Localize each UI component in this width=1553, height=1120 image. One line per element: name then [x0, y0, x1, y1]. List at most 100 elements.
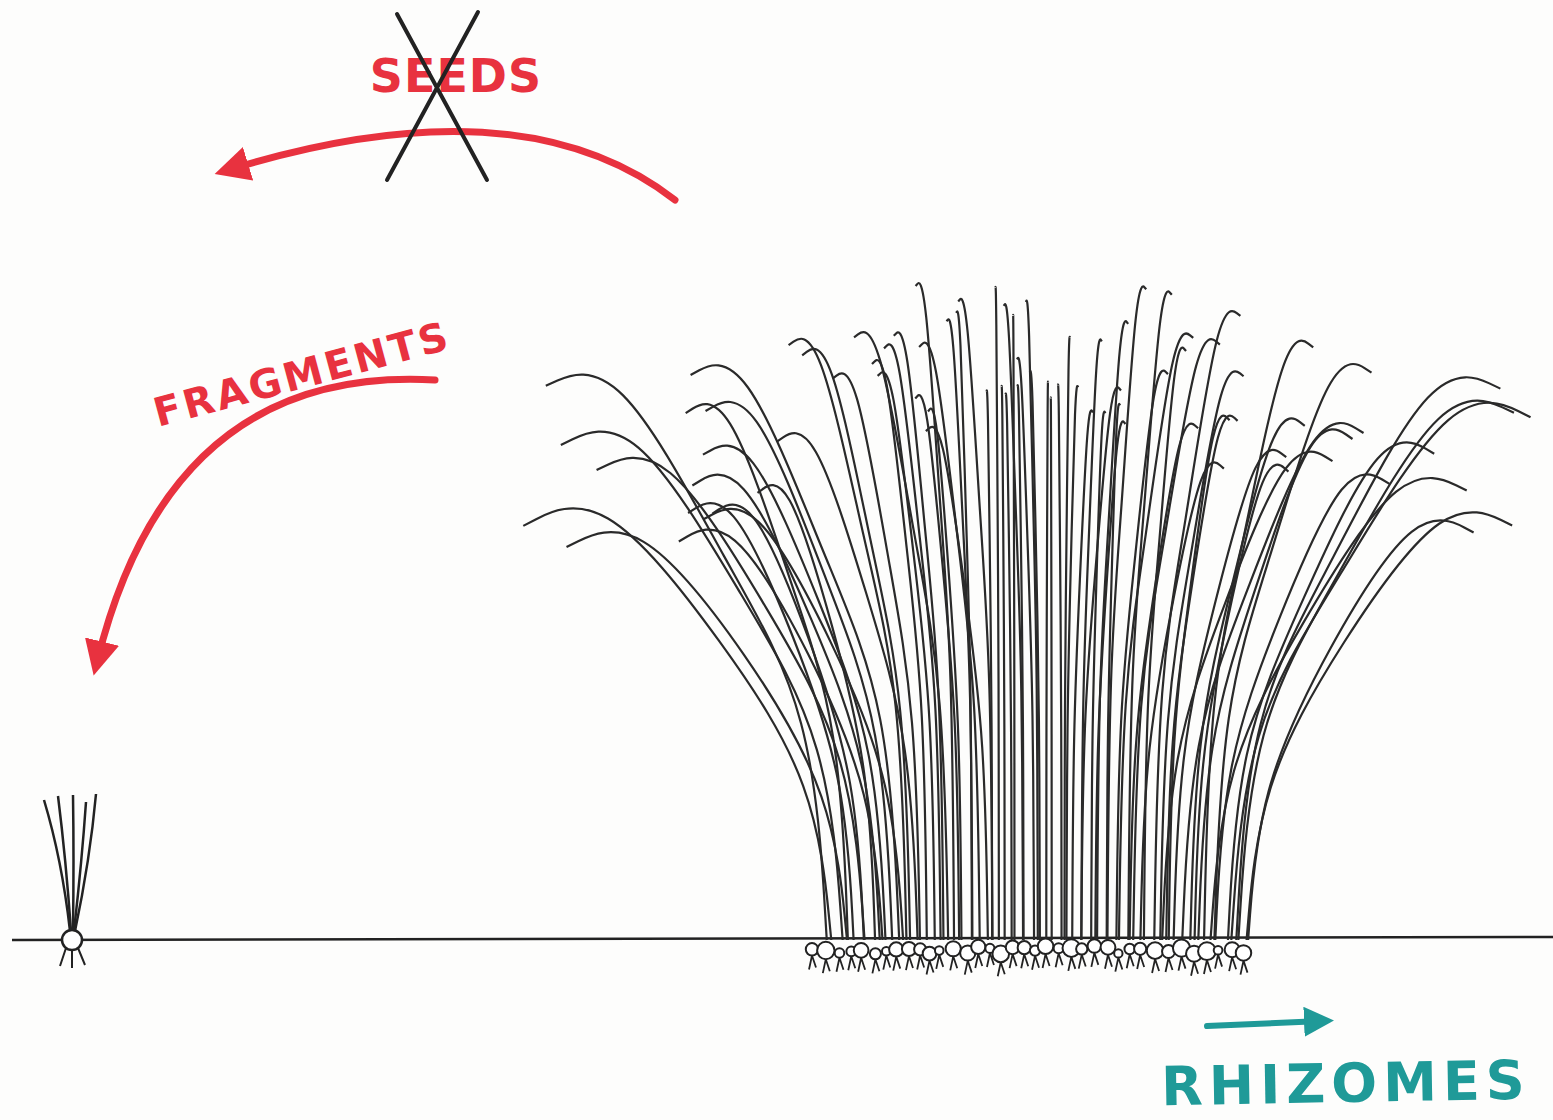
rhizome-nodule — [1038, 939, 1054, 955]
grass-blade — [688, 503, 854, 940]
grass-blade — [523, 508, 831, 940]
root-lines — [1215, 955, 1222, 969]
root-lines — [1032, 956, 1039, 970]
grass-blade — [1005, 394, 1011, 940]
grass-blade — [1236, 377, 1500, 940]
annotation-label: SEEDS — [370, 53, 542, 99]
rhizome-nodule — [971, 940, 985, 954]
rhizome-nodule — [1236, 945, 1252, 961]
root-lines — [987, 953, 994, 967]
rhizome-nodule — [854, 943, 869, 958]
grass-blade — [1248, 520, 1473, 940]
grass-blade — [712, 505, 863, 940]
rhizome-nodule — [935, 946, 944, 955]
annotation-label: RHIZOMES — [1161, 1054, 1531, 1114]
root-lines — [1056, 953, 1063, 967]
root-lines — [848, 956, 855, 970]
fragment-arrow — [97, 379, 435, 662]
rhizome-mat — [806, 939, 1251, 977]
grass-blade — [1030, 371, 1040, 940]
root-lines — [965, 961, 972, 975]
grass-blade — [58, 796, 71, 931]
root-lines — [1091, 953, 1098, 967]
root-lines — [60, 948, 85, 968]
root-lines — [1021, 954, 1028, 968]
root-lines — [1043, 954, 1050, 968]
seed-arrow — [228, 131, 675, 200]
rhizome-nodule — [835, 948, 845, 958]
grass-blade — [777, 433, 917, 940]
grass-blade — [703, 446, 886, 940]
root-lines — [1204, 960, 1211, 974]
root-lines — [975, 954, 982, 968]
grass-blade — [1013, 315, 1014, 940]
rhizome-nodule — [870, 948, 881, 959]
grass-blade — [916, 283, 954, 940]
grass-blade — [1058, 384, 1062, 940]
root-lines — [836, 958, 843, 972]
grass-blade — [706, 402, 893, 940]
root-lines — [1105, 955, 1112, 969]
grass-blade — [72, 795, 75, 931]
rhizome-nodule — [1018, 941, 1031, 954]
rhizome-nodule — [1076, 943, 1087, 954]
root-lines — [936, 955, 943, 969]
grass-blade — [928, 409, 961, 940]
grass-blade — [1228, 442, 1434, 940]
grass-blade — [1001, 386, 1004, 940]
grass-blade — [833, 373, 920, 940]
root-lines — [1079, 955, 1086, 969]
reed-clump — [523, 283, 1530, 940]
root-lines — [1229, 957, 1236, 971]
ground-line — [12, 937, 1553, 940]
fragment-bud — [62, 930, 82, 950]
rhizome-nodule — [817, 942, 834, 959]
fragment-plant — [44, 794, 96, 968]
grass-blade — [1107, 286, 1146, 940]
grass-blade — [995, 287, 999, 940]
root-lines — [1152, 959, 1159, 973]
grass-blade — [1238, 401, 1514, 940]
root-lines — [872, 959, 879, 973]
root-lines — [950, 956, 957, 970]
rhizome-nodule — [1214, 946, 1223, 955]
root-lines — [1068, 957, 1075, 971]
root-lines — [1179, 957, 1186, 971]
root-lines — [927, 960, 934, 974]
rhizome-nodule — [946, 941, 961, 956]
rhizome-nodule — [1134, 943, 1146, 955]
root-lines — [823, 959, 830, 973]
grass-blade — [915, 395, 959, 940]
rhizome-arrow — [1207, 1021, 1322, 1026]
root-lines — [809, 956, 816, 970]
grass-blade — [1247, 512, 1513, 940]
grass-blade — [1050, 397, 1053, 940]
grass-blade — [1144, 348, 1186, 940]
grass-blade — [919, 343, 980, 940]
grass-blade — [986, 390, 992, 940]
grass-blade — [75, 794, 96, 931]
grass-blade — [1046, 382, 1048, 940]
rhizome-nodule — [1101, 940, 1116, 955]
grass-blade — [878, 372, 935, 940]
root-lines — [1127, 954, 1134, 968]
root-lines — [1010, 954, 1017, 968]
root-lines — [858, 958, 865, 972]
rhizome-nodule — [1147, 942, 1164, 959]
rhizome-nodule — [1088, 939, 1102, 953]
grass-blade — [1198, 429, 1352, 940]
root-lines — [917, 955, 924, 969]
grass-blade — [597, 458, 865, 940]
root-lines — [1166, 958, 1173, 972]
annotation-label: FRAGMENTS — [149, 315, 455, 433]
root-lines — [883, 956, 890, 970]
grass-blade — [679, 530, 883, 940]
root-lines — [906, 956, 913, 970]
root-lines — [998, 962, 1005, 976]
grass-blade — [1004, 304, 1023, 940]
root-lines — [1115, 958, 1122, 972]
grass-blade — [958, 299, 992, 940]
